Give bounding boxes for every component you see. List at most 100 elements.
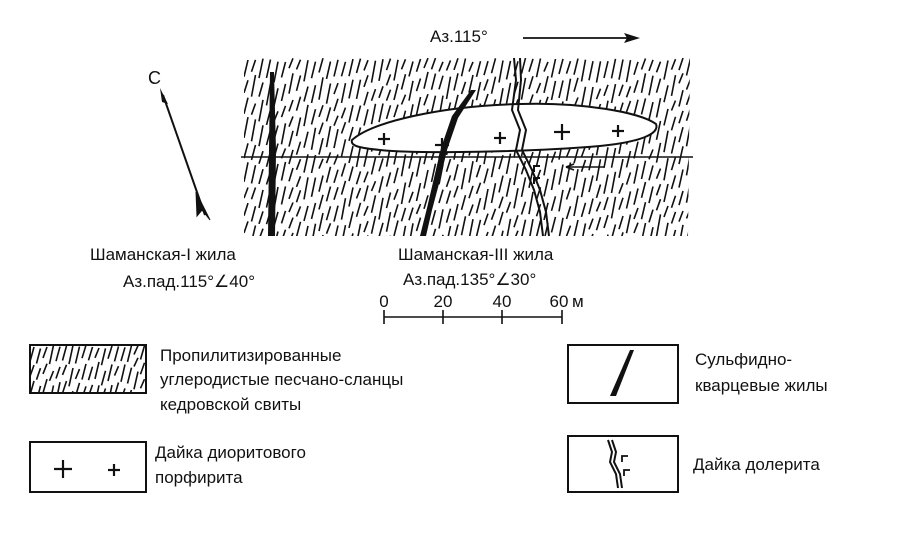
hatch-stroke: [415, 157, 422, 177]
hatch-stroke: [280, 161, 287, 181]
hatch-stroke: [550, 216, 557, 233]
hatch-stroke: [400, 225, 407, 236]
hatch-stroke: [295, 75, 302, 92]
hatch-stroke: [355, 58, 362, 74]
hatch-stroke: [244, 79, 249, 94]
hatch-stroke: [513, 188, 519, 209]
hatch-stroke: [51, 385, 55, 393]
hatch-stroke: [408, 61, 414, 77]
hatch-stroke: [363, 220, 369, 233]
hatch-stroke: [685, 181, 690, 203]
hatch-stroke: [385, 89, 392, 101]
hatch-stroke: [633, 222, 639, 234]
hatch-stroke: [670, 156, 677, 171]
hatch-stroke: [74, 346, 81, 364]
hatch-stroke: [42, 378, 48, 393]
hatch-stroke: [258, 228, 264, 236]
hatch-stroke: [483, 79, 489, 91]
hatch-stroke: [126, 367, 133, 384]
hatch-stroke: [340, 224, 347, 236]
hatch-stroke: [318, 212, 324, 232]
legend-schist-line-2: углеродистые песчано-сланцы: [160, 370, 403, 389]
hatch-stroke: [122, 388, 126, 393]
hatch-stroke: [468, 219, 474, 236]
hatch-stroke: [453, 73, 459, 91]
hatch-stroke: [633, 80, 639, 93]
hatch-stroke: [280, 210, 287, 224]
hatch-stroke: [385, 192, 392, 209]
hatch-stroke: [453, 164, 459, 181]
hatch-stroke: [445, 175, 452, 188]
hatch-stroke: [618, 158, 624, 178]
hatch-stroke: [113, 346, 120, 362]
hatch-stroke: [648, 149, 654, 160]
hatch-stroke: [355, 105, 362, 122]
hatch-stroke: [580, 202, 587, 218]
hatch-stroke: [655, 98, 662, 118]
hatch-stroke: [565, 206, 572, 220]
hatch-stroke: [483, 231, 489, 236]
hatch-stroke: [325, 223, 332, 234]
hatch-stroke: [498, 230, 504, 236]
legend-schist: Пропилитизированные углеродистые песчано…: [29, 344, 403, 414]
hatch-stroke: [318, 194, 324, 210]
hatch-stroke: [133, 371, 139, 390]
hatch-stroke: [113, 365, 120, 376]
hatch-stroke: [295, 59, 302, 70]
hatch-stroke: [258, 211, 264, 225]
hatch-stroke: [325, 107, 332, 122]
hatch-stroke: [35, 367, 42, 380]
hatch-stroke: [460, 58, 467, 77]
legend-diorite-line-2: порфирита: [155, 468, 243, 487]
hatch-stroke: [318, 77, 324, 100]
hatch-stroke: [244, 116, 249, 139]
hatch-stroke: [250, 59, 257, 73]
hatch-stroke: [250, 187, 257, 200]
hatch-stroke: [348, 105, 354, 123]
hatch-stroke: [483, 168, 489, 184]
hatch-stroke: [81, 345, 87, 359]
north-label: С: [148, 68, 161, 88]
legend-diorite-swatch: [29, 441, 147, 493]
hatch-stroke: [558, 80, 564, 99]
hatch-stroke: [310, 85, 317, 104]
hatch-stroke: [393, 220, 399, 236]
hatch-stroke: [378, 103, 384, 123]
hatch-stroke: [408, 171, 414, 188]
hatch-stroke: [573, 77, 579, 92]
hatch-stroke: [430, 163, 437, 183]
hatch-stroke: [355, 187, 362, 199]
hatch-stroke: [445, 158, 452, 173]
hatch-stroke: [109, 384, 113, 393]
hatch-stroke: [94, 347, 100, 359]
hatch-stroke: [588, 218, 594, 230]
hatch-stroke: [423, 58, 429, 69]
scale-bar: 0 20 40 60 м: [379, 292, 584, 324]
hatch-stroke: [618, 215, 624, 230]
hatch-stroke: [475, 182, 482, 195]
hatch-stroke: [42, 363, 48, 375]
hatch-stroke: [685, 208, 690, 219]
hatch-stroke: [244, 59, 249, 77]
hatch-stroke: [400, 207, 407, 222]
hatch-stroke: [68, 345, 74, 365]
hatch-stroke: [513, 215, 519, 228]
hatch-stroke: [333, 115, 339, 126]
hatch-stroke: [505, 201, 512, 213]
hatch-stroke: [133, 357, 139, 367]
hatch-stroke: [310, 154, 317, 174]
hatch-stroke: [295, 96, 302, 111]
hatch-stroke: [423, 93, 429, 106]
hatch-stroke: [528, 151, 534, 165]
hatch-stroke: [280, 105, 287, 118]
hatch-stroke: [573, 58, 579, 75]
hatch-stroke: [648, 209, 654, 223]
hatch-stroke: [678, 146, 684, 165]
hatch-stroke: [655, 168, 662, 179]
hatch-stroke: [400, 94, 407, 105]
hatch-stroke: [640, 160, 647, 180]
hatch-stroke: [610, 147, 617, 168]
hatch-stroke: [48, 345, 55, 365]
hatch-stroke: [648, 165, 654, 181]
hatch-stroke: [663, 108, 669, 126]
